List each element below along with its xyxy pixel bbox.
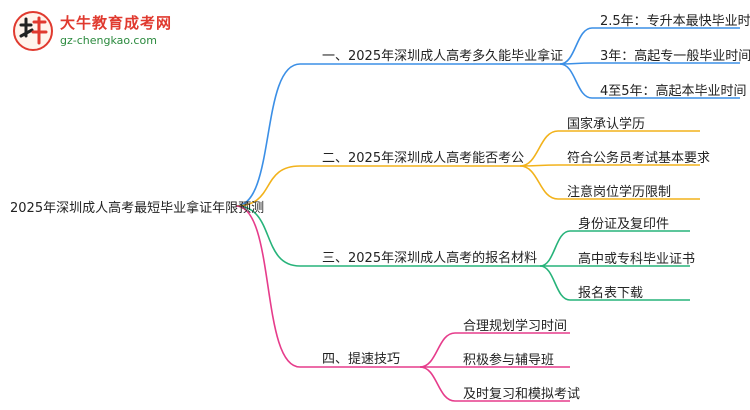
connector-root-branch-3 [235,205,301,267]
branch-2-label[interactable]: 二、2025年深圳成人高考能否考公 [322,151,525,166]
leaf-4-1[interactable]: 合理规划学习时间 [463,319,568,334]
leaf-3-3[interactable]: 报名表下载 [578,286,644,301]
connector-branch-1-leaf-3 [559,63,593,99]
connector-branch-1-leaf-1 [559,27,593,65]
branch-3-label[interactable]: 三、2025年深圳成人高考的报名材料 [322,251,538,266]
site-logo[interactable]: 大牛教育成考网 gz-chengkao.com [12,8,182,54]
leaf-1-1[interactable]: 2.5年：专升本最快毕业时间 [600,14,750,29]
leaf-2-1[interactable]: 国家承认学历 [567,117,646,132]
leaf-3-2[interactable]: 高中或专科毕业证书 [578,252,696,267]
site-url: gz-chengkao.com [60,34,157,47]
branch-1-label[interactable]: 一、2025年深圳成人高考多久能毕业拿证 [322,49,564,64]
branch-4-label[interactable]: 四、提速技巧 [322,352,401,367]
connector-branch-2-leaf-1 [519,130,559,167]
connector-branch-4-leaf-1 [419,332,456,368]
connector-root-branch-2 [235,165,301,207]
connector-branch-3-leaf-3 [539,265,571,301]
leaf-4-2[interactable]: 积极参与辅导班 [463,353,555,368]
root-topic[interactable]: 2025年深圳成人高考最短毕业拿证年限预测 [10,201,265,216]
niu-logo-icon [13,11,53,51]
connector-root-branch-1 [235,63,301,207]
leaf-1-3[interactable]: 4至5年：高起本毕业时间 [600,84,747,99]
connector-branch-3-leaf-1 [539,230,571,267]
leaf-2-3[interactable]: 注意岗位学历限制 [567,185,672,200]
leaf-4-3[interactable]: 及时复习和模拟考试 [463,387,581,402]
connector-branch-4-leaf-3 [419,366,456,402]
site-title: 大牛教育成考网 [60,14,173,32]
leaf-1-2[interactable]: 3年：高起专一般毕业时间 [600,49,750,64]
connector-branch-2-leaf-3 [519,165,559,200]
leaf-2-2[interactable]: 符合公务员考试基本要求 [567,151,711,166]
connector-root-branch-4 [235,205,301,368]
leaf-3-1[interactable]: 身份证及复印件 [578,217,670,232]
